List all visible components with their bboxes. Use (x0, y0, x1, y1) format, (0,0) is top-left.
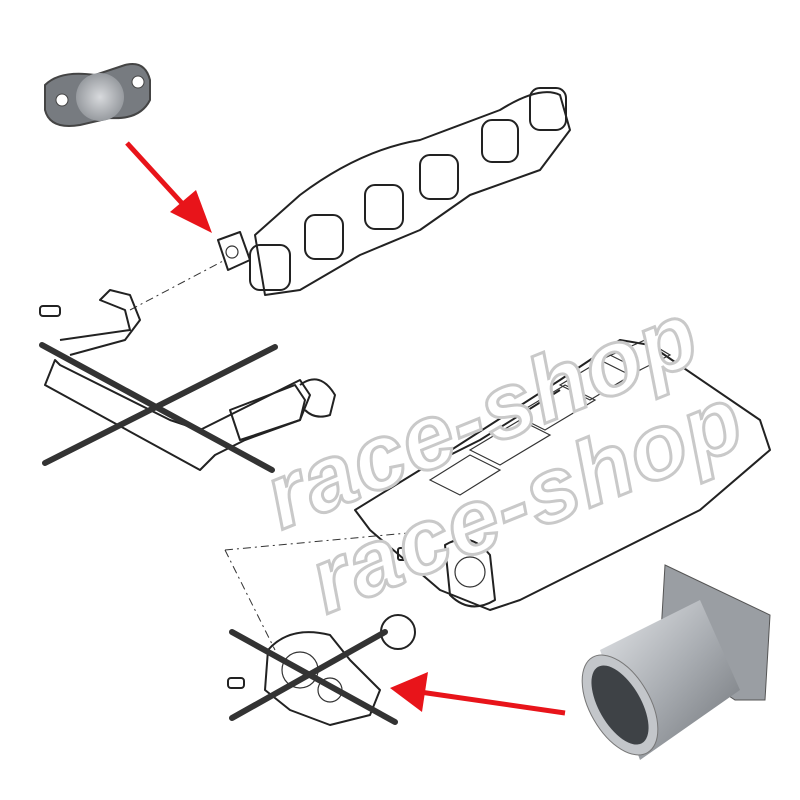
intake-manifold (354, 339, 771, 611)
blanking-plate-image (44, 63, 151, 127)
egr-delete-tube-image (581, 564, 771, 760)
exhaust-manifold (217, 87, 571, 296)
egr-cooler-pipe (39, 289, 336, 471)
red-arrow-to-valve (390, 672, 566, 716)
cross-mark-egr-pipe (39, 342, 278, 473)
cross-mark-egr-valve (229, 629, 398, 725)
red-arrow-to-manifold (125, 141, 212, 233)
